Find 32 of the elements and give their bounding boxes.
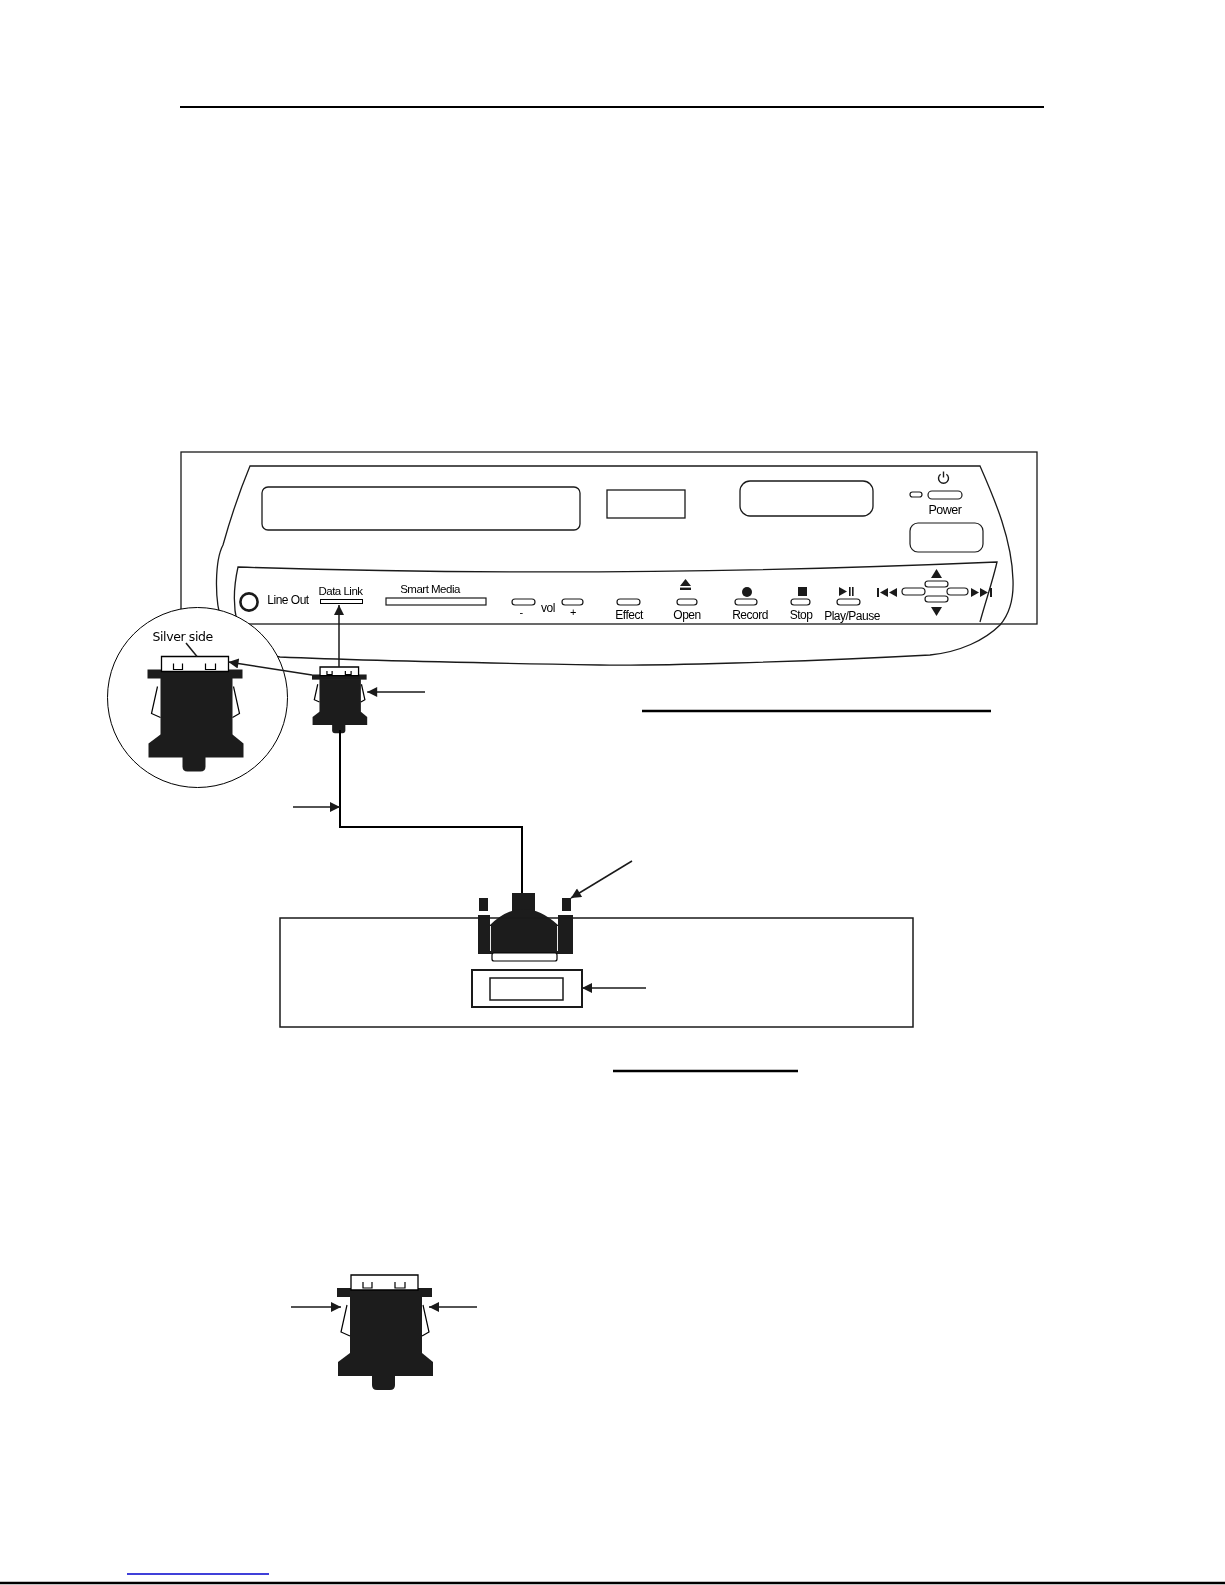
button-label: Stop <box>789 609 813 621</box>
contact-strip <box>160 655 230 673</box>
arrow <box>428 1302 478 1312</box>
arrow <box>581 983 647 993</box>
thumbscrew <box>562 898 571 911</box>
leader-line <box>185 642 198 658</box>
button-label: Play/Pause <box>824 610 880 622</box>
arrow <box>292 802 341 812</box>
plug-drawing <box>312 666 368 734</box>
button-label: Record <box>732 609 768 621</box>
latch-clip <box>421 1304 430 1337</box>
plug-drawing <box>337 1274 433 1390</box>
computer-case <box>279 917 914 1028</box>
button-label: + <box>570 607 576 618</box>
arrow <box>570 860 633 899</box>
arrow <box>290 1302 342 1312</box>
cable <box>339 729 523 894</box>
volume-label: vol <box>541 602 555 614</box>
slot-label: Smart Media <box>400 584 460 596</box>
button-label: - <box>519 607 523 618</box>
callout-label: Silver side <box>152 630 213 643</box>
latch-clip <box>340 1304 351 1337</box>
button-label: Open <box>673 609 701 621</box>
arrow <box>366 687 426 697</box>
button-label: Power <box>928 504 962 517</box>
arrow <box>227 658 313 676</box>
serial-port <box>471 969 583 1008</box>
plug-closeup-drawing <box>147 669 244 772</box>
arrow <box>334 604 344 668</box>
serial-plug-drawing <box>478 893 573 962</box>
data-port: Data Link <box>317 585 364 605</box>
button-label: Effect <box>615 609 643 621</box>
